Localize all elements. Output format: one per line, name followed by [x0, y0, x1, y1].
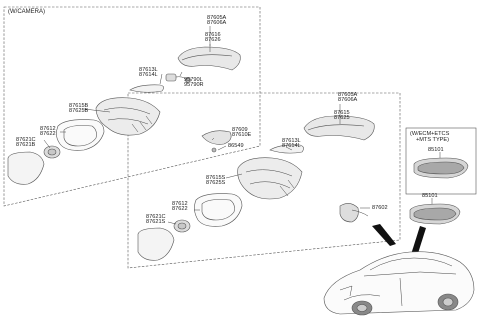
label-87606A: 87606A [207, 20, 227, 26]
mid-cover-87605A [303, 115, 375, 141]
mid-group-border [127, 92, 401, 269]
label-85101-ecm: 85101 [428, 147, 444, 153]
mid-screw-86549 [211, 147, 217, 153]
label-87621S: 87621S [146, 219, 166, 225]
label-86549: 86549 [228, 143, 244, 149]
label-87621C-mid: 87621C [146, 214, 166, 220]
mid-housing-87615S [237, 157, 303, 200]
top-frame-87612 [56, 119, 105, 151]
top-cover-87605A [177, 46, 241, 71]
label-87602: 87602 [372, 205, 388, 211]
label-87605A-mid: 87605A [338, 92, 358, 98]
car-outline [323, 251, 475, 316]
ecm-mirror-85101 [413, 157, 469, 179]
label-87622: 87622 [40, 131, 56, 137]
label-87615: 87615 [334, 110, 350, 116]
label-87622-mid: 87622 [172, 206, 188, 212]
label-87625S: 87625S [206, 180, 226, 186]
top-actuator-87622 [43, 145, 61, 159]
label-87621C: 87621C [16, 137, 36, 143]
label-87614L: 87614L [139, 72, 158, 78]
ecm-caption-line2: +MTS TYPE) [416, 137, 449, 143]
top-glass-87621C [7, 151, 45, 185]
label-95790L: 95790L [184, 77, 203, 83]
label-87606A-mid: 87606A [338, 97, 358, 103]
label-95790R: 95790R [184, 82, 204, 88]
label-87612: 87612 [40, 126, 56, 132]
label-87610E: 87610E [232, 132, 252, 138]
top-group-caption: (W/CAMERA) [8, 9, 45, 15]
label-87616: 87616 [205, 32, 221, 38]
ecm-caption-line1: (W/ECM+ETCS [410, 131, 450, 137]
mid-bracket-87609 [201, 130, 232, 145]
mid-harness-87602 [339, 203, 369, 223]
top-housing-87615B [95, 97, 161, 136]
mid-bezel-87613L [269, 144, 304, 154]
label-87615B: 87615B [69, 103, 89, 109]
top-group-border [3, 6, 261, 207]
top-camera-95790L [165, 73, 191, 83]
ecm-group-border [405, 127, 477, 195]
label-85101-room: 85101 [422, 193, 438, 199]
mid-frame-87612 [194, 193, 243, 227]
label-87625B: 87625B [69, 108, 89, 114]
mirror-position-indicator [372, 224, 396, 246]
label-87609: 87609 [232, 127, 248, 133]
room-mirror-85101 [409, 203, 461, 225]
label-87614L-mid: 87614L [282, 143, 301, 149]
label-87615S: 87615S [206, 175, 226, 181]
label-87626: 87626 [205, 37, 221, 43]
label-87621B: 87621B [16, 142, 36, 148]
mid-glass-87621C [137, 227, 175, 261]
mid-actuator-87622 [173, 219, 191, 233]
label-87612-mid: 87612 [172, 201, 188, 207]
label-87613L: 87613L [139, 67, 158, 73]
top-bezel-87613L [129, 84, 164, 93]
label-87625: 87625 [334, 115, 350, 121]
label-87605A: 87605A [207, 15, 227, 21]
label-87613L-mid: 87613L [282, 138, 301, 144]
